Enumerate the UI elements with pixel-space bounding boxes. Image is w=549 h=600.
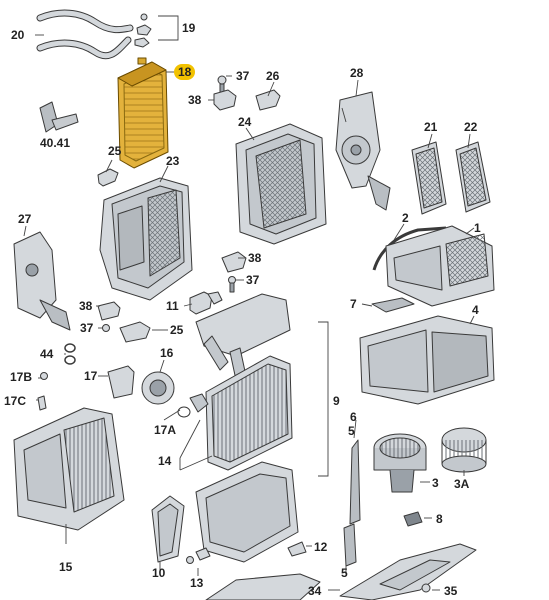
motor-part-16 (141, 371, 175, 405)
callout-10: 10 (152, 566, 166, 580)
actuator-part-17 (107, 365, 135, 399)
bracket-part-38-low (97, 301, 121, 321)
blower-case-part-4 (359, 315, 495, 405)
callout-44: 44 (40, 347, 54, 361)
callout-9: 9 (333, 394, 340, 408)
callout-25-upper: 25 (108, 144, 122, 158)
callout-6: 6 (350, 410, 357, 424)
o-rings-part-44 (64, 343, 76, 365)
callout-37-low: 37 (80, 321, 94, 335)
clip-part-17C (37, 395, 47, 411)
clip-part-19 (134, 13, 152, 48)
heater-core-part-18 (117, 57, 169, 169)
callout-26: 26 (266, 69, 280, 83)
callout-28: 28 (350, 66, 364, 80)
callout-24: 24 (238, 115, 252, 129)
clip-part-7 (371, 297, 415, 313)
bracket-part-26 (255, 89, 281, 111)
callout-38-mid: 38 (248, 251, 262, 265)
filter-element-part-10 (151, 495, 185, 563)
callout-37-top: 37 (236, 69, 250, 83)
callout-5-upper: 5 (348, 424, 355, 438)
fan-motor-part-6 (349, 439, 361, 525)
callout-38-top: 38 (188, 93, 202, 107)
callout-1: 1 (474, 221, 481, 235)
callout-19: 19 (182, 21, 196, 35)
coolant-pipes-part-20 (36, 9, 134, 60)
callout-35: 35 (444, 584, 458, 598)
callout-22: 22 (464, 120, 478, 134)
filter-part-21 (411, 141, 447, 215)
callout-11: 11 (166, 299, 179, 313)
callout-17: 17 (84, 369, 98, 383)
bracket-part-11 (189, 291, 223, 315)
blower-housing-part-1 (385, 225, 495, 307)
callout-21: 21 (424, 120, 438, 134)
screw-part-17B (40, 372, 48, 380)
callout-5-lower: 5 (341, 566, 348, 580)
floor-duct-part-34 (205, 543, 477, 600)
callout-38-low: 38 (79, 299, 93, 313)
callout-3: 3 (432, 476, 439, 490)
callout-2: 2 (402, 211, 409, 225)
bracket-part-38-mid (221, 251, 247, 273)
bracket-part-25-upper (97, 168, 119, 187)
screw-part-37-low (102, 324, 110, 332)
callout-7: 7 (350, 297, 357, 311)
callout-17A: 17A (154, 423, 177, 437)
callout-23: 23 (166, 154, 180, 168)
heater-housing-part-24 (235, 123, 327, 245)
callout-37-mid: 37 (246, 273, 260, 287)
flap-assembly-part-28 (335, 91, 391, 211)
callout-8: 8 (436, 512, 443, 526)
air-distribution-housing-part-23 (99, 177, 193, 301)
callout-14: 14 (158, 454, 172, 468)
heater-box-part-15 (13, 407, 125, 531)
heat-exchanger-part-14 (177, 355, 293, 471)
callout-16: 16 (160, 346, 174, 360)
sensor-part-8 (403, 511, 423, 527)
callout-20: 20 (11, 28, 25, 42)
connector-part-12 (287, 541, 307, 557)
callout-15: 15 (59, 560, 73, 574)
bracket-part-38-top (213, 89, 237, 111)
seal-part-2 (372, 226, 447, 271)
callout-4: 4 (472, 303, 479, 317)
callout-13: 13 (190, 576, 204, 590)
bracket-part-25-lower (119, 321, 151, 343)
callout-12: 12 (314, 540, 328, 554)
callout-17C: 17C (4, 394, 27, 408)
callout-3A: 3A (454, 477, 470, 491)
screw-part-35 (421, 583, 431, 593)
callout-40-41: 40.41 (40, 136, 71, 150)
fastener-part-13 (186, 547, 211, 564)
leader-lines (23, 15, 475, 591)
fan-wheel-part-3A (441, 427, 487, 473)
callout-25-lower: 25 (170, 323, 184, 337)
actuator-part-27 (13, 231, 71, 331)
callout-34: 34 (308, 584, 322, 598)
foam-pad-part-40-41 (39, 101, 79, 133)
screw-part-37-mid (228, 276, 236, 293)
callout-17B: 17B (10, 370, 33, 384)
filter-part-22 (455, 141, 491, 213)
callout-18: 18 (174, 64, 196, 80)
callout-27: 27 (18, 212, 32, 226)
blower-motor-part-3 (373, 433, 427, 493)
seal-strip-part-5 (343, 523, 357, 567)
air-duct-lower-part-9 (195, 461, 299, 563)
